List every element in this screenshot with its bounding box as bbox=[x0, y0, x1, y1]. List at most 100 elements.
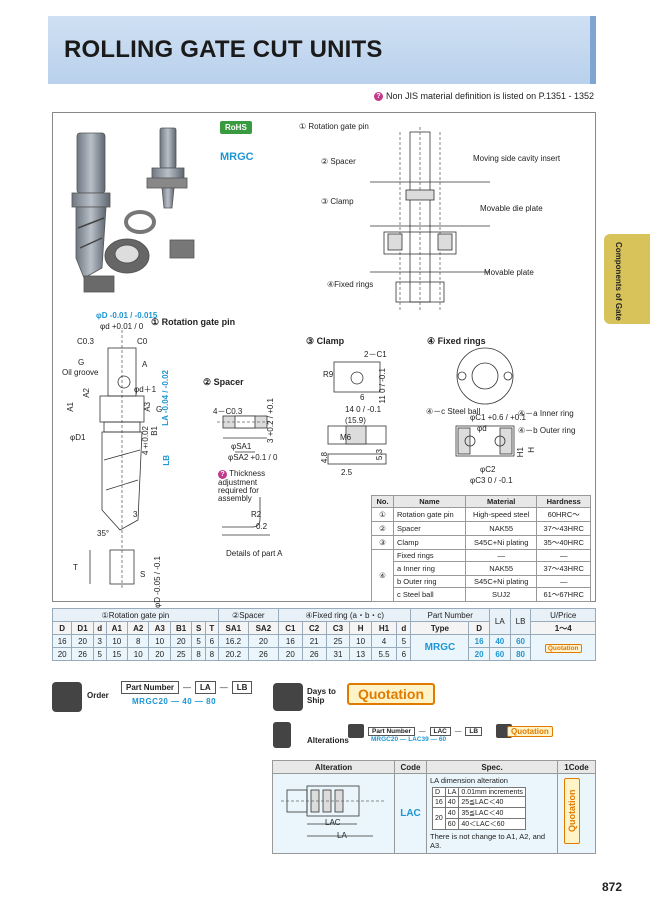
spec-cell: 20.2 bbox=[217, 647, 249, 661]
alt-example: MRGC20 — LAC39 — 60 bbox=[371, 736, 447, 743]
spec-col: H1 bbox=[370, 621, 398, 635]
spec-type: MRGC bbox=[410, 634, 470, 661]
rings-title: ④ Fixed rings bbox=[427, 336, 486, 346]
spec-col: H bbox=[349, 621, 372, 635]
spec-qty: 1～4 bbox=[530, 621, 596, 635]
materials-hardness: 61～67HRC bbox=[536, 587, 591, 602]
spacer-title: ② Spacer bbox=[203, 377, 244, 387]
spacer-thick: 3 +0.2 / +0.1 bbox=[266, 398, 275, 443]
table-row: D LA 0.01mm increments bbox=[432, 787, 526, 797]
order-phone-icon bbox=[348, 724, 364, 738]
inner-cell: 16 bbox=[432, 796, 446, 808]
pin-b1: B1 bbox=[150, 426, 159, 436]
side-tab[interactable]: Components of Gate bbox=[604, 234, 650, 324]
materials-no: ① bbox=[371, 507, 394, 522]
pin-t: T bbox=[73, 563, 78, 572]
alt-quotation-button[interactable]: Quotation bbox=[507, 726, 553, 737]
alt-header-row: Alteration Code Spec. 1Code bbox=[272, 760, 596, 774]
product-photo bbox=[71, 127, 195, 293]
order-format: Part Number — LA — LB bbox=[121, 681, 253, 694]
pin-a2: A2 bbox=[82, 388, 91, 398]
rings-b-outer: ④－b Outer ring bbox=[518, 426, 576, 435]
spec-cell: 5 bbox=[396, 634, 412, 648]
spec-col: d bbox=[92, 621, 107, 635]
spec-cell: 20 bbox=[277, 647, 303, 661]
info-mark-icon: ? bbox=[218, 470, 227, 479]
pin-three: 3 bbox=[133, 510, 138, 519]
pin-drawing bbox=[89, 330, 145, 590]
page-number: 872 bbox=[602, 880, 623, 894]
spec-col: C3 bbox=[325, 621, 351, 635]
pin-c0: C0 bbox=[137, 337, 148, 346]
asm-label-insert: Moving side cavity insert bbox=[473, 154, 561, 163]
asm-label-pin: ① Rotation gate pin bbox=[299, 122, 369, 131]
asm-label-die-plate: Movable die plate bbox=[480, 204, 543, 213]
table-row: 60 40＜LAC＜60 bbox=[433, 818, 526, 830]
alt-header: 1Code bbox=[557, 760, 596, 774]
spec-cell: 31 bbox=[325, 647, 351, 661]
detail-title: Details of part A bbox=[226, 549, 283, 558]
quotation-badge[interactable]: Quotation bbox=[544, 643, 582, 653]
spec-col: T bbox=[204, 621, 219, 635]
alt-dash: — bbox=[454, 727, 462, 735]
rings-drawing bbox=[455, 347, 515, 457]
rohs-badge: RoHS bbox=[220, 121, 252, 134]
order-lb: LB bbox=[231, 681, 253, 694]
quotation-button[interactable]: Quotation bbox=[347, 683, 435, 705]
materials-header: Material bbox=[464, 495, 538, 508]
spec-col: D bbox=[468, 621, 490, 635]
spec-cell: 15 bbox=[105, 647, 129, 661]
type-code: MRGC bbox=[220, 151, 254, 163]
inner-cell: 25≦LAC＜40 bbox=[458, 796, 526, 808]
spec-cell: 10 bbox=[148, 634, 171, 648]
pin-g: G bbox=[78, 358, 85, 367]
spec-cell: 6 bbox=[396, 647, 412, 661]
spec-col: B1 bbox=[169, 621, 193, 635]
spec-cell: 3 bbox=[92, 634, 107, 648]
pin-s: S bbox=[140, 570, 146, 579]
spec-cell: 21 bbox=[301, 634, 327, 648]
order-example: MRGC20 — 40 — 80 bbox=[132, 697, 217, 706]
spacer-sa2: φSA2 +0.1 / 0 bbox=[228, 453, 278, 462]
main-box bbox=[52, 112, 596, 602]
materials-hardness: 35～40HRC bbox=[536, 535, 591, 550]
spec-col: SA1 bbox=[217, 621, 249, 635]
detail-a-drawing bbox=[222, 497, 270, 536]
pin-angle: 35° bbox=[97, 529, 110, 538]
alt-lac-label: LAC bbox=[325, 818, 341, 827]
spec-cell: 25 bbox=[325, 634, 351, 648]
clamp-drawing bbox=[327, 361, 387, 465]
info-mark-icon: ? bbox=[374, 91, 384, 101]
inner-cell: 40 bbox=[444, 796, 460, 808]
spec-group-pin: ①Rotation gate pin bbox=[52, 608, 219, 622]
alt-quotation-vertical[interactable]: Quotation bbox=[564, 778, 580, 844]
spec-cell: 13 bbox=[349, 647, 372, 661]
spec-cell: 25 bbox=[169, 647, 193, 661]
spec-la: 60 bbox=[488, 647, 511, 661]
alt-spec-title: LA dimension alteration bbox=[430, 776, 508, 785]
alt-lb: LB bbox=[465, 726, 483, 736]
spec-col: A2 bbox=[127, 621, 150, 635]
pin-d-plus1: φd＋1 bbox=[134, 385, 157, 394]
clamp-r9: R9 bbox=[323, 370, 334, 379]
materials-no: ③ bbox=[371, 535, 394, 550]
spec-la-header: LA bbox=[488, 608, 511, 635]
rings-d: φd bbox=[477, 424, 487, 433]
materials-header: No. bbox=[371, 495, 394, 508]
materials-name: c Steel ball bbox=[393, 587, 466, 602]
clamp-m6: M6 bbox=[340, 433, 352, 442]
pin-d-tol2: φD -0.05 / -0.1 bbox=[153, 556, 162, 608]
spec-cell: 10 bbox=[127, 647, 150, 661]
pin-oil-groove: Oil groove bbox=[62, 368, 99, 377]
inner-head: D bbox=[432, 787, 446, 797]
spacer-drawing bbox=[217, 415, 273, 453]
spec-cell: 16 bbox=[51, 634, 73, 648]
clamp-h48: 4.8 bbox=[320, 452, 329, 464]
spec-cell: 8 bbox=[127, 634, 150, 648]
jis-note-text: Non JIS material definition is listed on… bbox=[386, 91, 594, 101]
spec-cell: 8 bbox=[204, 647, 219, 661]
days-to-ship-label: Days to Ship bbox=[307, 687, 336, 705]
